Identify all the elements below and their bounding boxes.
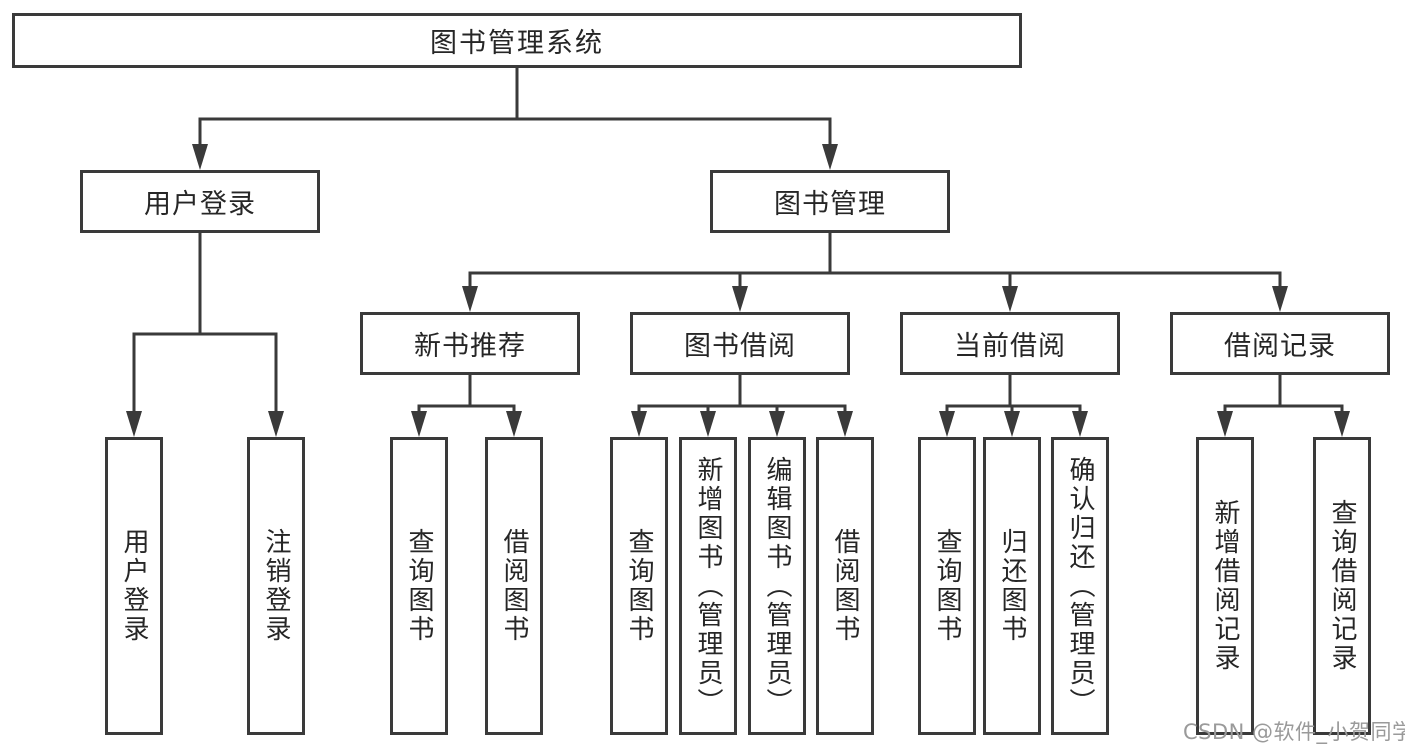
node-current-borrowing: 当前借阅: [900, 312, 1120, 375]
node-book-borrowing: 图书借阅: [630, 312, 850, 375]
leaf-search-borrow-record: 查询借阅记录: [1313, 437, 1371, 735]
leaf-return-books: 归还图书: [983, 437, 1041, 735]
node-new-book-recommendation: 新书推荐: [360, 312, 580, 375]
node-borrowing-records: 借阅记录: [1170, 312, 1390, 375]
node-book-management: 图书管理: [710, 170, 950, 233]
leaf-add-borrow-record: 新增借阅记录: [1196, 437, 1254, 735]
leaf-search-books-current: 查询图书: [918, 437, 976, 735]
leaf-borrow-books: 借阅图书: [816, 437, 874, 735]
node-user-login: 用户登录: [80, 170, 320, 233]
csdn-watermark: CSDN @软件_小贺同学: [1183, 720, 1405, 744]
leaf-search-books-borrowing: 查询图书: [610, 437, 668, 735]
leaf-edit-books-admin: 编辑图书（管理员）: [748, 437, 806, 735]
leaf-add-books-admin: 新增图书（管理员）: [679, 437, 737, 735]
leaf-borrow-books-recommend: 借阅图书: [485, 437, 543, 735]
leaf-search-books-recommend: 查询图书: [390, 437, 448, 735]
node-root: 图书管理系统: [12, 13, 1022, 68]
leaf-logout: 注销登录: [247, 437, 305, 735]
leaf-user-login: 用户登录: [105, 437, 163, 735]
leaf-confirm-return-admin: 确认归还（管理员）: [1051, 437, 1109, 735]
